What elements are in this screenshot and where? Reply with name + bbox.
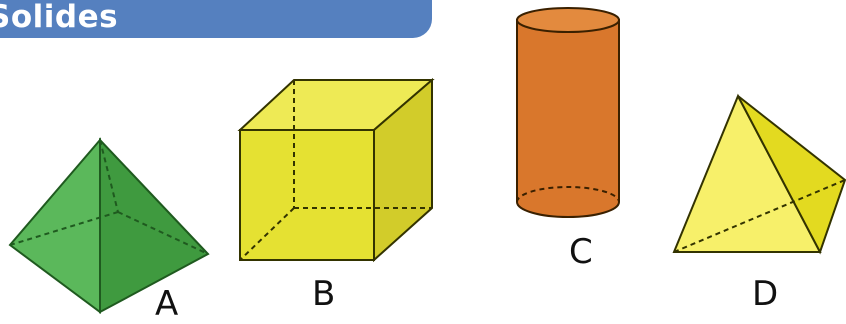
label-solid-c: C — [569, 232, 593, 272]
tetrahedron-hidden-edge — [673, 179, 846, 253]
header-banner: Solides — [0, 0, 432, 38]
cube-face-front — [239, 129, 375, 261]
label-solid-a: A — [155, 284, 179, 324]
pyramid-hidden-edge — [9, 211, 119, 246]
label-solid-d: D — [752, 274, 779, 314]
cylinder-hidden-edge — [516, 186, 620, 203]
cube-hidden-edge — [239, 207, 295, 261]
page-title: Solides — [0, 0, 119, 35]
cylinder-body — [516, 19, 620, 218]
tetrahedron-face-right — [737, 95, 846, 255]
cylinder-top — [516, 7, 620, 33]
label-solid-b: B — [312, 274, 336, 314]
pyramid-hidden-edge — [99, 139, 119, 213]
pyramid-face-right — [99, 137, 210, 314]
pyramid-hidden-edge — [117, 211, 209, 255]
